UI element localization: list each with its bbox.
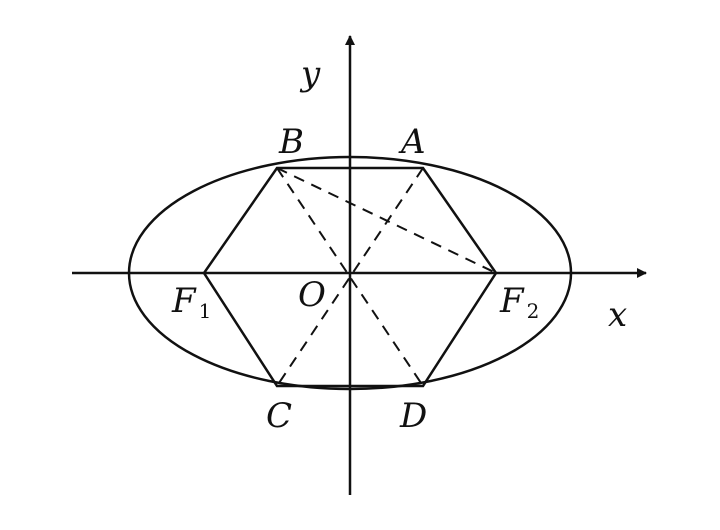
ellipse [127, 155, 573, 391]
point-label-a: A [398, 122, 426, 162]
segment-ac [276, 167, 424, 387]
segment-bd [276, 167, 424, 387]
point-label-b: B [278, 122, 304, 162]
point-label-o: O [298, 275, 326, 315]
point-label-d: D [399, 396, 427, 436]
point-label-c: C [266, 396, 292, 436]
segment-bf2 [276, 167, 497, 274]
y-axis-label: y [299, 54, 321, 94]
x-axis-label: x [608, 295, 627, 335]
